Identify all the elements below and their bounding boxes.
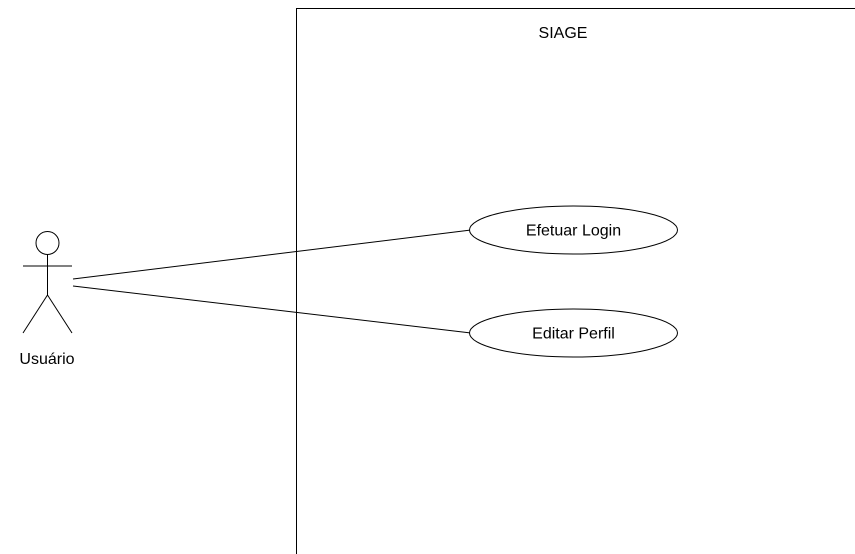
use-case-ellipse [469,205,678,255]
system-boundary[interactable] [296,8,855,554]
association-line-login[interactable] [72,229,472,280]
actor-head [35,231,60,255]
actor-stick-figure-icon[interactable] [22,231,73,334]
use-case-efetuar-login[interactable]: Efetuar Login [469,205,678,255]
use-case-editar-perfil[interactable]: Editar Perfil [469,308,678,358]
use-case-label: Efetuar Login [526,223,621,240]
actor-right-leg [47,294,73,334]
association-line-profile[interactable] [72,285,472,334]
system-name: SIAGE [539,25,588,42]
use-case-ellipse [469,308,678,358]
use-case-label: Editar Perfil [532,326,615,343]
actor-left-leg [22,294,48,334]
actor-name: Usuário [19,351,74,368]
